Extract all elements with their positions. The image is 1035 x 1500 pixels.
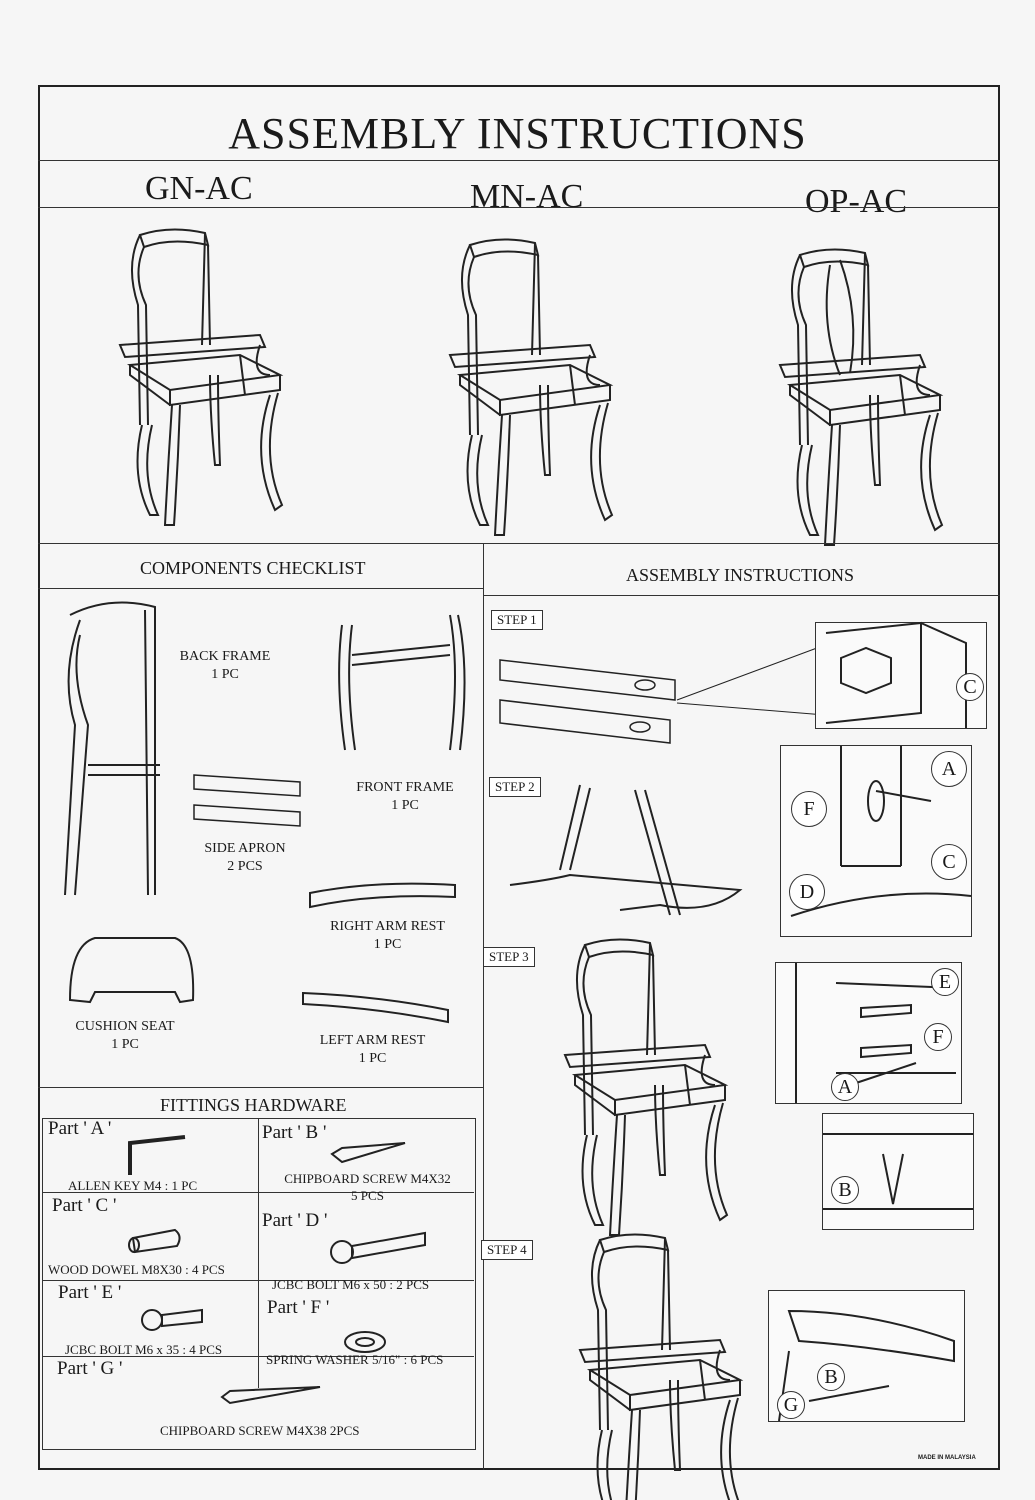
divider: [38, 543, 1000, 544]
hardware-heading: FITTINGS HARDWARE: [160, 1095, 347, 1115]
model-mn-ac: MN-AC: [470, 178, 584, 215]
part-b-label: Part ' B ': [262, 1122, 327, 1143]
model-op-ac: OP-AC: [805, 183, 908, 220]
component-right-arm-rest: RIGHT ARM REST 1 PC: [320, 918, 455, 954]
component-qty: 2 PCS: [227, 859, 263, 874]
callout-a: A: [931, 751, 967, 787]
callout-b: B: [831, 1176, 859, 1204]
chipboard-screw-icon: [330, 1142, 406, 1164]
step-2-detail: F A C D: [780, 745, 972, 937]
step-1-aprons-illustration: [499, 644, 826, 744]
step-4-chair-illustration: [579, 1233, 743, 1500]
step-4-detail: B G: [768, 1290, 965, 1422]
component-qty: 1 PC: [391, 798, 419, 813]
part-e-desc: JCBC BOLT M6 x 35 : 4 PCS: [65, 1342, 223, 1357]
step-3-chair-illustration: [564, 938, 728, 1236]
chair-op-ac-illustration: [779, 248, 943, 546]
page-title: ASSEMBLY INSTRUCTIONS: [228, 109, 807, 158]
divider: [483, 543, 484, 1470]
divider: [258, 1118, 259, 1388]
callout-e: E: [931, 968, 959, 996]
divider: [42, 1192, 474, 1193]
part-e-label: Part ' E ': [58, 1282, 122, 1303]
component-name: RIGHT ARM REST: [330, 919, 445, 934]
part-b-desc: CHIPBOARD SCREW M4X32 5 PCS: [265, 1170, 470, 1204]
step-2-label: STEP 2: [489, 777, 541, 797]
part-c-desc: WOOD DOWEL M8X30 : 4 PCS: [48, 1262, 225, 1277]
component-cushion-seat: CUSHION SEAT 1 PC: [60, 1018, 190, 1054]
part-d-desc: JCBC BOLT M6 x 50 : 2 PCS: [272, 1277, 430, 1292]
component-qty: 1 PC: [373, 937, 402, 952]
side-apron-illustration: [193, 774, 301, 827]
wood-dowel-icon: [128, 1228, 181, 1254]
component-qty: 1 PC: [211, 667, 239, 682]
component-left-arm-rest: LEFT ARM REST 1 PC: [305, 1032, 440, 1068]
part-b-desc-line1: CHIPBOARD SCREW M4X32: [284, 1171, 451, 1186]
part-g-label: Part ' G ': [57, 1358, 123, 1379]
callout-c: C: [956, 673, 984, 701]
chair-mn-ac-illustration: [449, 238, 613, 536]
callout-g: G: [777, 1391, 805, 1419]
part-a-label: Part ' A ': [48, 1118, 112, 1139]
step-2-frame-illustration: [509, 784, 743, 916]
callout-d: D: [789, 874, 825, 910]
chipboard-screw-long-icon: [220, 1386, 321, 1405]
front-frame-illustration: [338, 614, 466, 751]
divider: [38, 1087, 483, 1088]
outer-border: [38, 85, 1000, 1470]
part-f-desc: SPRING WASHER 5/16" : 6 PCS: [266, 1352, 444, 1367]
part-f-label: Part ' F ': [267, 1297, 330, 1318]
part-a-desc: ALLEN KEY M4 : 1 PC: [68, 1178, 198, 1193]
divider: [42, 1280, 474, 1281]
chair-gn-ac-illustration: [119, 228, 283, 526]
callout-c: C: [931, 844, 967, 880]
part-g-desc: CHIPBOARD SCREW M4X38 2PCS: [160, 1423, 360, 1438]
divider: [38, 588, 483, 589]
part-b-desc-line2: 5 PCS: [351, 1188, 384, 1203]
made-in-label: MADE IN MALAYSIA: [918, 1455, 976, 1461]
part-d-label: Part ' D ': [262, 1210, 328, 1231]
spring-washer-icon: [344, 1331, 386, 1353]
hardware-table: [42, 1118, 476, 1450]
divider: [38, 207, 1000, 208]
jcbc-bolt-long-icon: [330, 1231, 426, 1264]
callout-a: A: [831, 1073, 859, 1101]
component-back-frame: BACK FRAME 1 PC: [165, 648, 285, 684]
step-4-label: STEP 4: [481, 1240, 533, 1260]
right-arm-rest-illustration: [309, 882, 456, 909]
component-front-frame: FRONT FRAME 1 PC: [340, 779, 470, 815]
component-name: FRONT FRAME: [356, 780, 454, 795]
part-c-label: Part ' C ': [52, 1195, 117, 1216]
allen-key-icon: [128, 1135, 186, 1175]
callout-f: F: [791, 791, 827, 827]
divider: [483, 595, 1000, 596]
left-arm-rest-illustration: [302, 991, 449, 1024]
step-3-screw-detail: B: [822, 1113, 974, 1230]
component-name: CUSHION SEAT: [75, 1019, 175, 1034]
component-name: LEFT ARM REST: [319, 1033, 426, 1048]
divider: [38, 160, 1000, 161]
assembly-heading: ASSEMBLY INSTRUCTIONS: [626, 565, 855, 585]
component-qty: 1 PC: [111, 1037, 139, 1052]
components-heading: COMPONENTS CHECKLIST: [140, 558, 366, 578]
step-1-detail: C: [815, 621, 987, 729]
step-1-label: STEP 1: [491, 610, 543, 630]
model-gn-ac: GN-AC: [145, 170, 253, 207]
back-frame-illustration: [64, 601, 160, 896]
callout-b: B: [817, 1363, 845, 1391]
component-name: BACK FRAME: [179, 649, 271, 664]
component-name: SIDE APRON: [204, 841, 286, 856]
step-3-label: STEP 3: [483, 947, 535, 967]
callout-f: F: [924, 1023, 952, 1051]
component-side-apron: SIDE APRON 2 PCS: [185, 840, 305, 876]
component-qty: 1 PC: [358, 1051, 387, 1066]
jcbc-bolt-short-icon: [141, 1308, 203, 1331]
step-3-bolt-detail: E F A: [775, 962, 962, 1104]
divider: [42, 1356, 474, 1357]
cushion-seat-illustration: [68, 937, 195, 1004]
